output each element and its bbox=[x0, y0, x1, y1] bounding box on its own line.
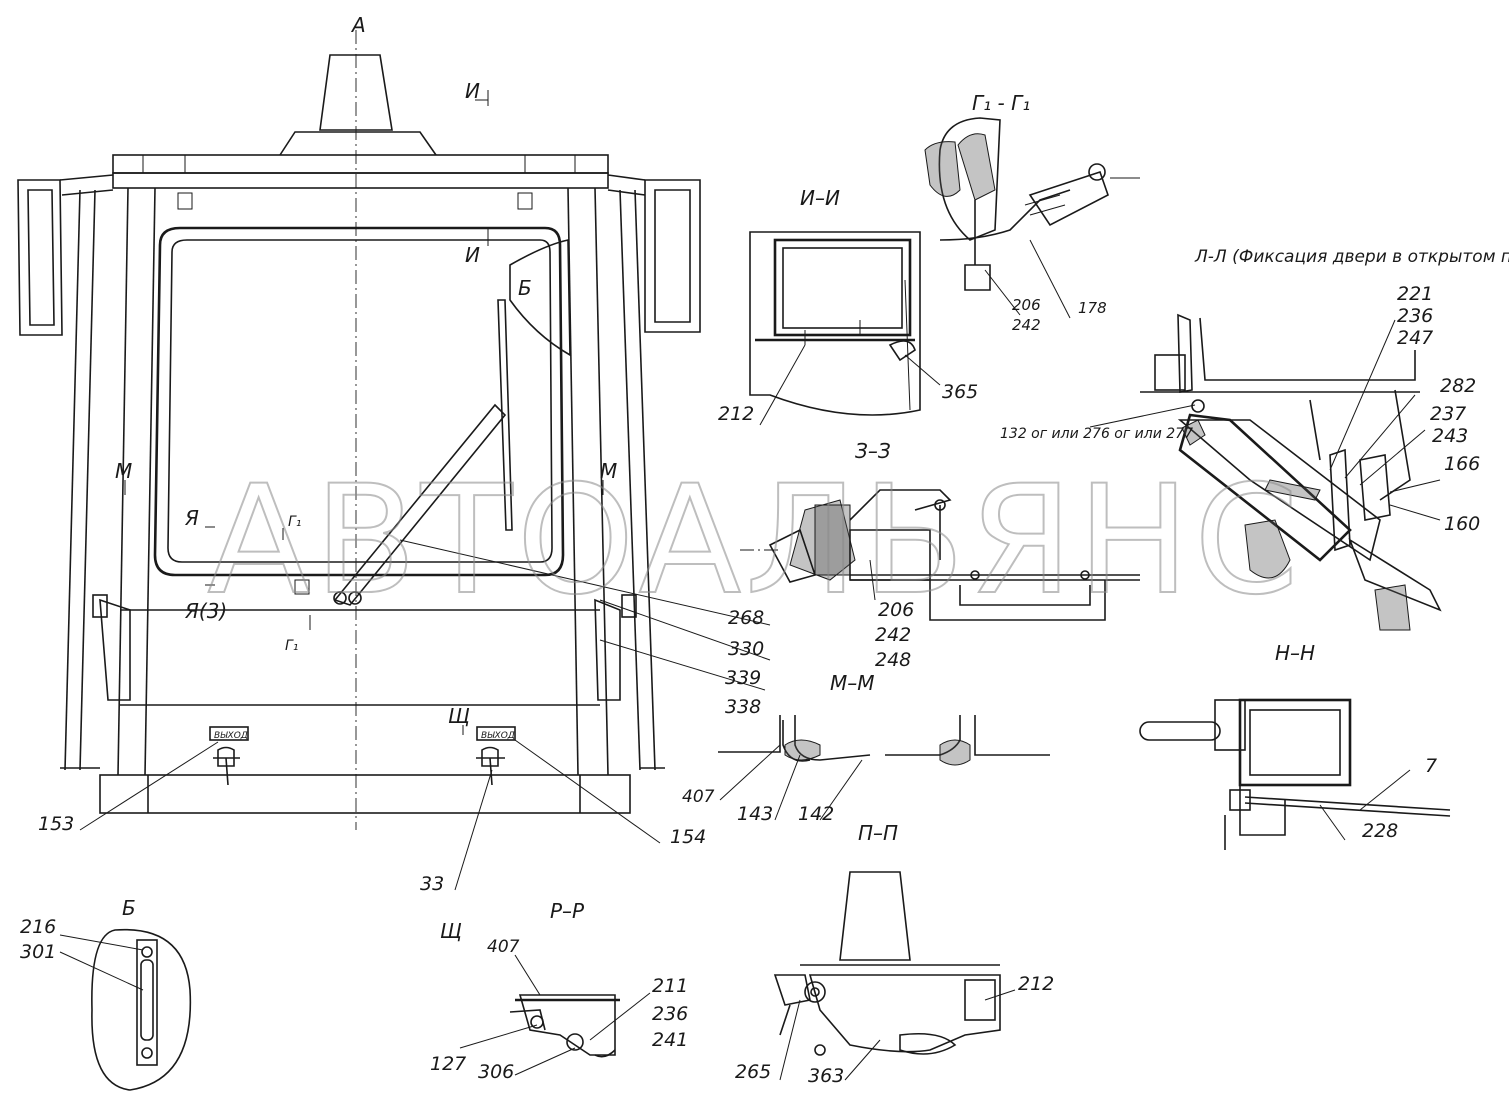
callout-338: 338 bbox=[725, 696, 761, 718]
callout-330: 330 bbox=[728, 638, 764, 660]
watermark: АВТОАЛЬЯНС bbox=[207, 454, 1302, 628]
callout-216: 216 bbox=[20, 916, 56, 938]
label-ya: Я bbox=[184, 506, 199, 530]
callout-265: 265 bbox=[735, 1061, 771, 1083]
label-section-rr: Р–Р bbox=[550, 899, 585, 923]
label-b-arrow: Б bbox=[518, 276, 532, 300]
callout-160: 160 bbox=[1444, 513, 1480, 535]
label-shch2: Щ bbox=[440, 919, 462, 943]
roof-bar bbox=[112, 154, 609, 174]
callout-212b: 212 bbox=[1018, 973, 1054, 995]
exit-plate-left-text: ВЫХОД bbox=[214, 731, 248, 741]
callout-154: 154 bbox=[670, 826, 706, 848]
callout-178: 178 bbox=[1078, 299, 1107, 317]
callout-407a: 407 bbox=[682, 787, 715, 807]
left-hinge-block bbox=[99, 598, 131, 701]
callout-248: 248 bbox=[875, 649, 911, 671]
windshield bbox=[153, 226, 565, 577]
label-m-left: М bbox=[115, 459, 132, 483]
label-section-mm: М–М bbox=[830, 671, 875, 695]
callout-142: 142 bbox=[798, 803, 834, 825]
callout-166: 166 bbox=[1444, 453, 1480, 475]
callout-153: 153 bbox=[38, 813, 74, 835]
callout-33: 33 bbox=[420, 873, 444, 895]
callout-212a: 212 bbox=[718, 403, 754, 425]
labels: А И И И–И Г₁ - Г₁ Л-Л (Фиксация двери в … bbox=[115, 13, 1509, 943]
section-zz bbox=[740, 489, 1140, 621]
section-pp bbox=[773, 871, 1001, 1056]
callout-282: 282 bbox=[1440, 375, 1476, 397]
label-section-nn: Н–Н bbox=[1275, 641, 1315, 665]
section-ii bbox=[749, 231, 921, 416]
callout-242a: 242 bbox=[1012, 316, 1041, 334]
label-m-right: М bbox=[600, 459, 617, 483]
callout-127: 127 bbox=[430, 1053, 466, 1075]
label-section-pp: П–П bbox=[858, 821, 898, 845]
label-section-ii: И–И bbox=[800, 186, 840, 210]
callouts: 212 365 206 242 178 221 236 247 282 237 … bbox=[20, 283, 1480, 1087]
callout-132: 132 ог или 276 ог или 277 bbox=[1000, 426, 1193, 442]
right-wall-outer bbox=[634, 189, 656, 771]
section-nn bbox=[1139, 698, 1451, 850]
label-arrow-i: И bbox=[465, 79, 480, 103]
leader-lines bbox=[59, 239, 1441, 1081]
callout-365: 365 bbox=[942, 381, 978, 403]
label-arrow-i2: И bbox=[465, 243, 480, 267]
callout-206a: 206 bbox=[1012, 296, 1041, 314]
callout-143: 143 bbox=[737, 803, 773, 825]
section-ll bbox=[1140, 313, 1442, 631]
callout-247: 247 bbox=[1397, 327, 1433, 349]
callout-228: 228 bbox=[1362, 820, 1398, 842]
callout-211: 211 bbox=[652, 975, 688, 997]
left-pillar bbox=[117, 187, 129, 776]
section-g1g1 bbox=[924, 117, 1140, 291]
view-b bbox=[91, 928, 192, 1091]
callout-236b: 236 bbox=[652, 1003, 688, 1025]
label-ya3: Я(3) bbox=[184, 599, 227, 623]
cab-base bbox=[99, 774, 631, 814]
section-mm bbox=[718, 715, 1050, 766]
detail-cutout bbox=[509, 239, 571, 357]
callout-221: 221 bbox=[1397, 283, 1433, 305]
callout-407b: 407 bbox=[487, 937, 520, 957]
left-wall-outer bbox=[64, 189, 81, 771]
label-section-ll: Л-Л (Фиксация двери в открытом положении… bbox=[1194, 247, 1509, 267]
callout-241: 241 bbox=[652, 1029, 688, 1051]
cab-front-view bbox=[17, 30, 701, 830]
callout-243: 243 bbox=[1432, 425, 1468, 447]
label-view-b: Б bbox=[122, 896, 136, 920]
right-pillar bbox=[567, 187, 579, 776]
exit-plate-right-text: ВЫХОД bbox=[481, 731, 515, 741]
right-mirror bbox=[644, 179, 701, 333]
callout-236a: 236 bbox=[1397, 305, 1433, 327]
exit-plate-right bbox=[476, 726, 516, 741]
label-g1-small: Г₁ bbox=[288, 514, 301, 530]
beacon-base bbox=[279, 131, 437, 156]
callout-206b: 206 bbox=[878, 599, 914, 621]
handle-right bbox=[476, 746, 505, 786]
label-section-g1g1: Г₁ - Г₁ bbox=[972, 91, 1030, 115]
right-hinge-block bbox=[594, 598, 621, 701]
wiper-arm bbox=[333, 403, 507, 606]
callout-301: 301 bbox=[20, 941, 56, 963]
section-rr bbox=[509, 994, 620, 1058]
callout-237: 237 bbox=[1430, 403, 1466, 425]
callout-306: 306 bbox=[478, 1061, 514, 1083]
label-section-zz: З–З bbox=[855, 439, 891, 463]
handle-left bbox=[213, 746, 240, 786]
left-mirror bbox=[17, 179, 63, 336]
beacon bbox=[319, 54, 393, 131]
callout-363: 363 bbox=[808, 1065, 844, 1087]
label-section-a: А bbox=[350, 13, 366, 37]
callout-339: 339 bbox=[725, 667, 761, 689]
exit-plate-left bbox=[209, 726, 249, 741]
callout-268: 268 bbox=[728, 607, 764, 629]
callout-242b: 242 bbox=[875, 624, 911, 646]
wiper-blade bbox=[497, 299, 513, 531]
label-g1-low: Г₁ bbox=[285, 638, 298, 654]
roof-bar-lower bbox=[112, 172, 609, 189]
callout-7: 7 bbox=[1425, 755, 1437, 777]
label-shch: Щ bbox=[448, 704, 470, 728]
